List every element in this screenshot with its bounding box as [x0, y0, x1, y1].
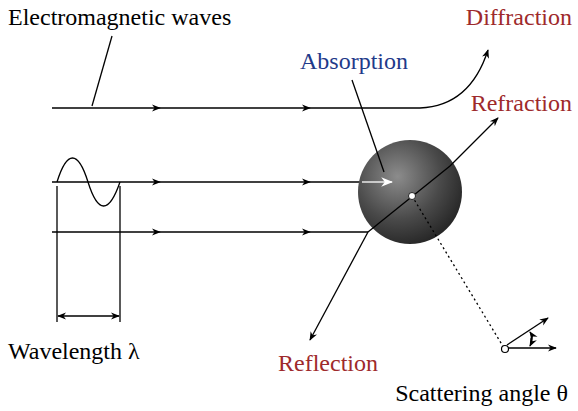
- leader-line: [352, 80, 384, 172]
- leader-line: [92, 36, 112, 106]
- dimension-label: Wavelength λ: [8, 338, 140, 364]
- refracted-path: [368, 166, 450, 232]
- origin-dot: [502, 346, 509, 353]
- effect-label: Reflection: [278, 350, 378, 376]
- effect-label: Diffraction: [466, 4, 572, 30]
- title-label: Electromagnetic waves: [8, 4, 231, 30]
- ray: [52, 231, 160, 232]
- ray: [310, 181, 362, 182]
- dotted-line: [412, 196, 504, 348]
- angle-label: Scattering angle θ: [395, 380, 568, 406]
- dimension-tick: [119, 186, 120, 322]
- reference-arrow: [508, 347, 556, 348]
- absorbed-ray: [362, 181, 392, 182]
- dimension-tick: [56, 186, 57, 322]
- ray: [310, 231, 368, 232]
- ray: [52, 107, 160, 108]
- ray: [160, 107, 310, 108]
- angle-arc: [530, 332, 532, 346]
- center-dot: [409, 193, 416, 200]
- effect-label: Refraction: [471, 90, 572, 116]
- ray: [160, 231, 310, 232]
- effect-label: Absorption: [300, 48, 408, 74]
- ray: [52, 181, 160, 182]
- dimension-arrow: [58, 315, 119, 316]
- refraction-ray: [450, 118, 498, 166]
- particle-sphere: [358, 140, 462, 244]
- scattered-arrow: [507, 318, 548, 345]
- sine-wave: [57, 158, 120, 206]
- reflection-ray: [310, 232, 368, 340]
- ray: [160, 181, 310, 182]
